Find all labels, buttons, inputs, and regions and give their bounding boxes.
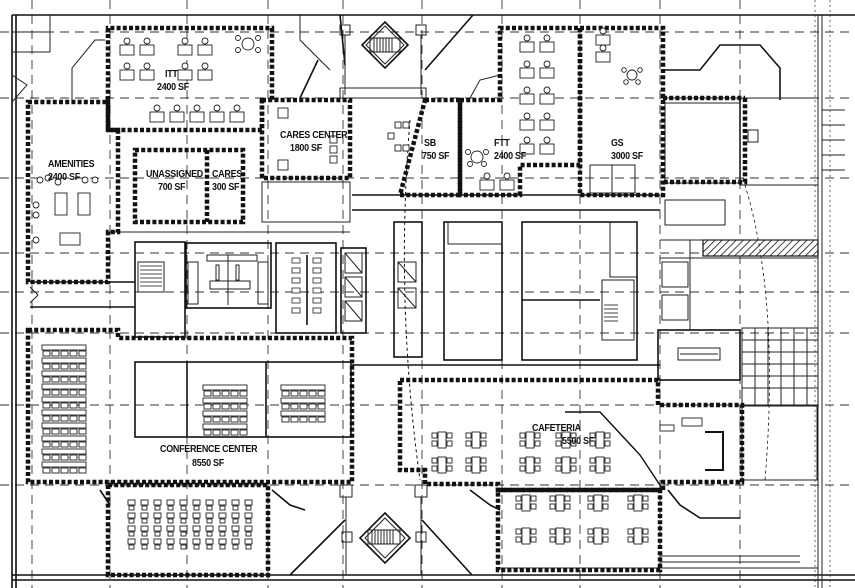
canopy-grid — [741, 327, 819, 407]
cares-center-furniture — [277, 107, 410, 171]
hatched-wall — [702, 239, 819, 257]
top-stair-icon — [339, 20, 427, 99]
room-conference-center-name: CONFERENCE CENTER — [160, 443, 258, 455]
room-ftt-name: FTT — [494, 137, 510, 149]
room-unassigned-name: UNASSIGNED — [146, 168, 203, 180]
room-cares-center-area: 1800 SF — [290, 142, 322, 154]
room-cares-center-name: CARES CENTER — [280, 129, 348, 141]
building-core — [29, 119, 819, 481]
conference-seating-west — [41, 344, 87, 474]
elevator-icon — [340, 247, 367, 334]
room-sb-area: 750 SF — [422, 150, 450, 162]
auditorium-seating — [127, 499, 253, 550]
room-cafeteria-area: 5500 SF — [562, 435, 594, 447]
bottom-stair-icon — [339, 484, 428, 575]
core-stair-icon — [137, 261, 165, 293]
conference-rooms — [134, 361, 352, 438]
gs-furniture — [589, 27, 643, 194]
room-gs-name: GS — [611, 137, 624, 149]
itt-workstations — [119, 35, 261, 123]
room-sb-name: SB — [424, 137, 436, 149]
room-ftt-area: 2400 SF — [494, 150, 526, 162]
room-itt-area: 2400 SF — [157, 81, 189, 93]
room-conference-center-area: 8550 SF — [192, 457, 224, 469]
amenities-furniture — [32, 174, 99, 246]
room-amenities-area: 2400 SF — [48, 171, 80, 183]
room-gs-area: 3000 SF — [611, 150, 643, 162]
room-unassigned-area: 700 SF — [158, 181, 186, 193]
cafeteria-tables — [431, 411, 724, 545]
zone-boundaries — [25, 25, 748, 578]
room-cares-area: 300 SF — [212, 181, 240, 193]
east-stair-icon — [601, 279, 635, 341]
room-cafeteria-name: CAFETERIA — [532, 422, 581, 434]
elevator-icon — [393, 221, 423, 358]
exterior-ticks — [822, 109, 845, 171]
ftt-workstations — [465, 34, 555, 191]
room-cares-name: CARES — [212, 168, 242, 180]
room-amenities-name: AMENITIES — [48, 158, 95, 170]
room-itt-name: ITT — [165, 68, 178, 80]
